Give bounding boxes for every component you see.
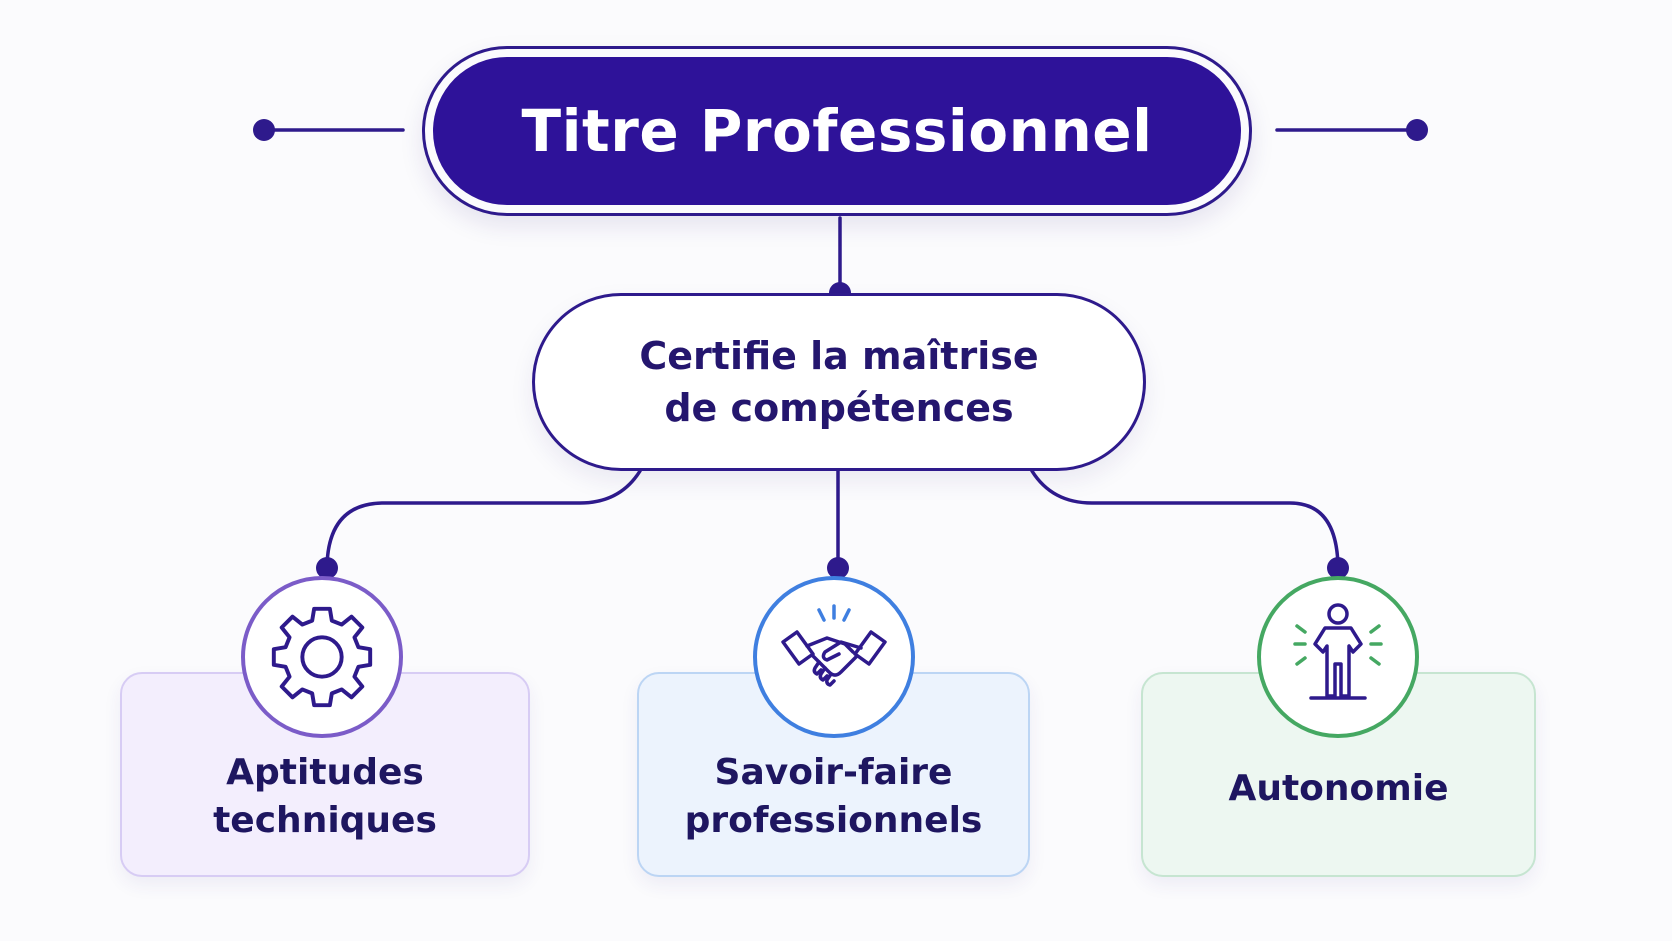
- competence-label-line-1: Aptitudes: [226, 752, 424, 793]
- left-decor-dot: [253, 119, 275, 141]
- competence-label-line-2: techniques: [213, 800, 437, 841]
- right-decor-dot: [1406, 119, 1428, 141]
- left-branch-dot: [316, 557, 338, 579]
- certification-line-1: Certifie la maîtrise: [639, 334, 1039, 378]
- certification-line-2: de compétences: [664, 386, 1014, 430]
- savoir-faire-icon-circle: [753, 576, 915, 738]
- gear-icon: [271, 606, 373, 708]
- standing-person-icon: [1293, 603, 1383, 700]
- cert-to-right-line: [1030, 469, 1340, 569]
- middle-branch-dot: [827, 557, 849, 579]
- title-inner: Titre Professionnel: [433, 57, 1241, 205]
- competence-label-line-2: professionnels: [684, 800, 983, 841]
- competence-label-line-1: Autonomie: [1228, 768, 1449, 809]
- cert-to-left-line: [325, 469, 642, 569]
- handshake-icon: [781, 604, 887, 687]
- title-pill: Titre Professionnel: [422, 46, 1252, 216]
- certification-node: Certifie la maîtrise de compétences: [532, 293, 1146, 471]
- competence-label-line-1: Savoir-faire: [714, 752, 953, 793]
- right-branch-dot: [1327, 557, 1349, 579]
- aptitudes-icon-circle: [241, 576, 403, 738]
- competence-card-aptitudes: Aptitudes techniques: [120, 672, 530, 877]
- page-title: Titre Professionnel: [521, 97, 1153, 165]
- autonomie-icon-circle: [1257, 576, 1419, 738]
